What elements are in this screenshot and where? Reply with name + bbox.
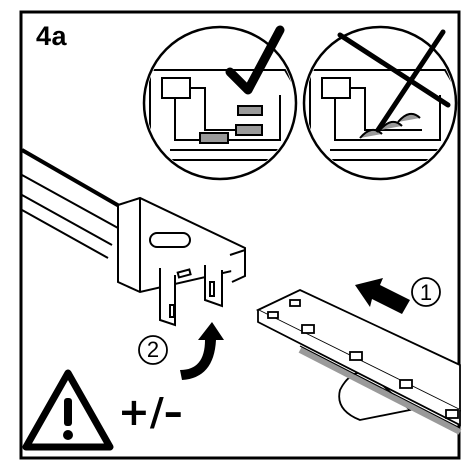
step-two-circle — [138, 335, 168, 365]
polarity-label: +/– — [118, 390, 183, 434]
incorrect-detail-circle — [302, 25, 458, 181]
checkmark-icon — [225, 25, 285, 95]
correct-detail-circle — [142, 25, 298, 181]
cross-icon — [337, 29, 451, 133]
push-arrow-icon — [355, 278, 410, 314]
rotate-arrow-icon — [180, 322, 224, 380]
step-number-two: 2 — [146, 337, 160, 362]
led-strip — [255, 289, 462, 435]
step-number-one: 1 — [419, 280, 433, 305]
diagram-border — [19, 10, 461, 460]
warning-triangle-icon — [22, 369, 114, 451]
strip-connector — [117, 196, 246, 327]
step-label: 4a — [36, 21, 68, 51]
step-one-circle — [411, 277, 441, 307]
